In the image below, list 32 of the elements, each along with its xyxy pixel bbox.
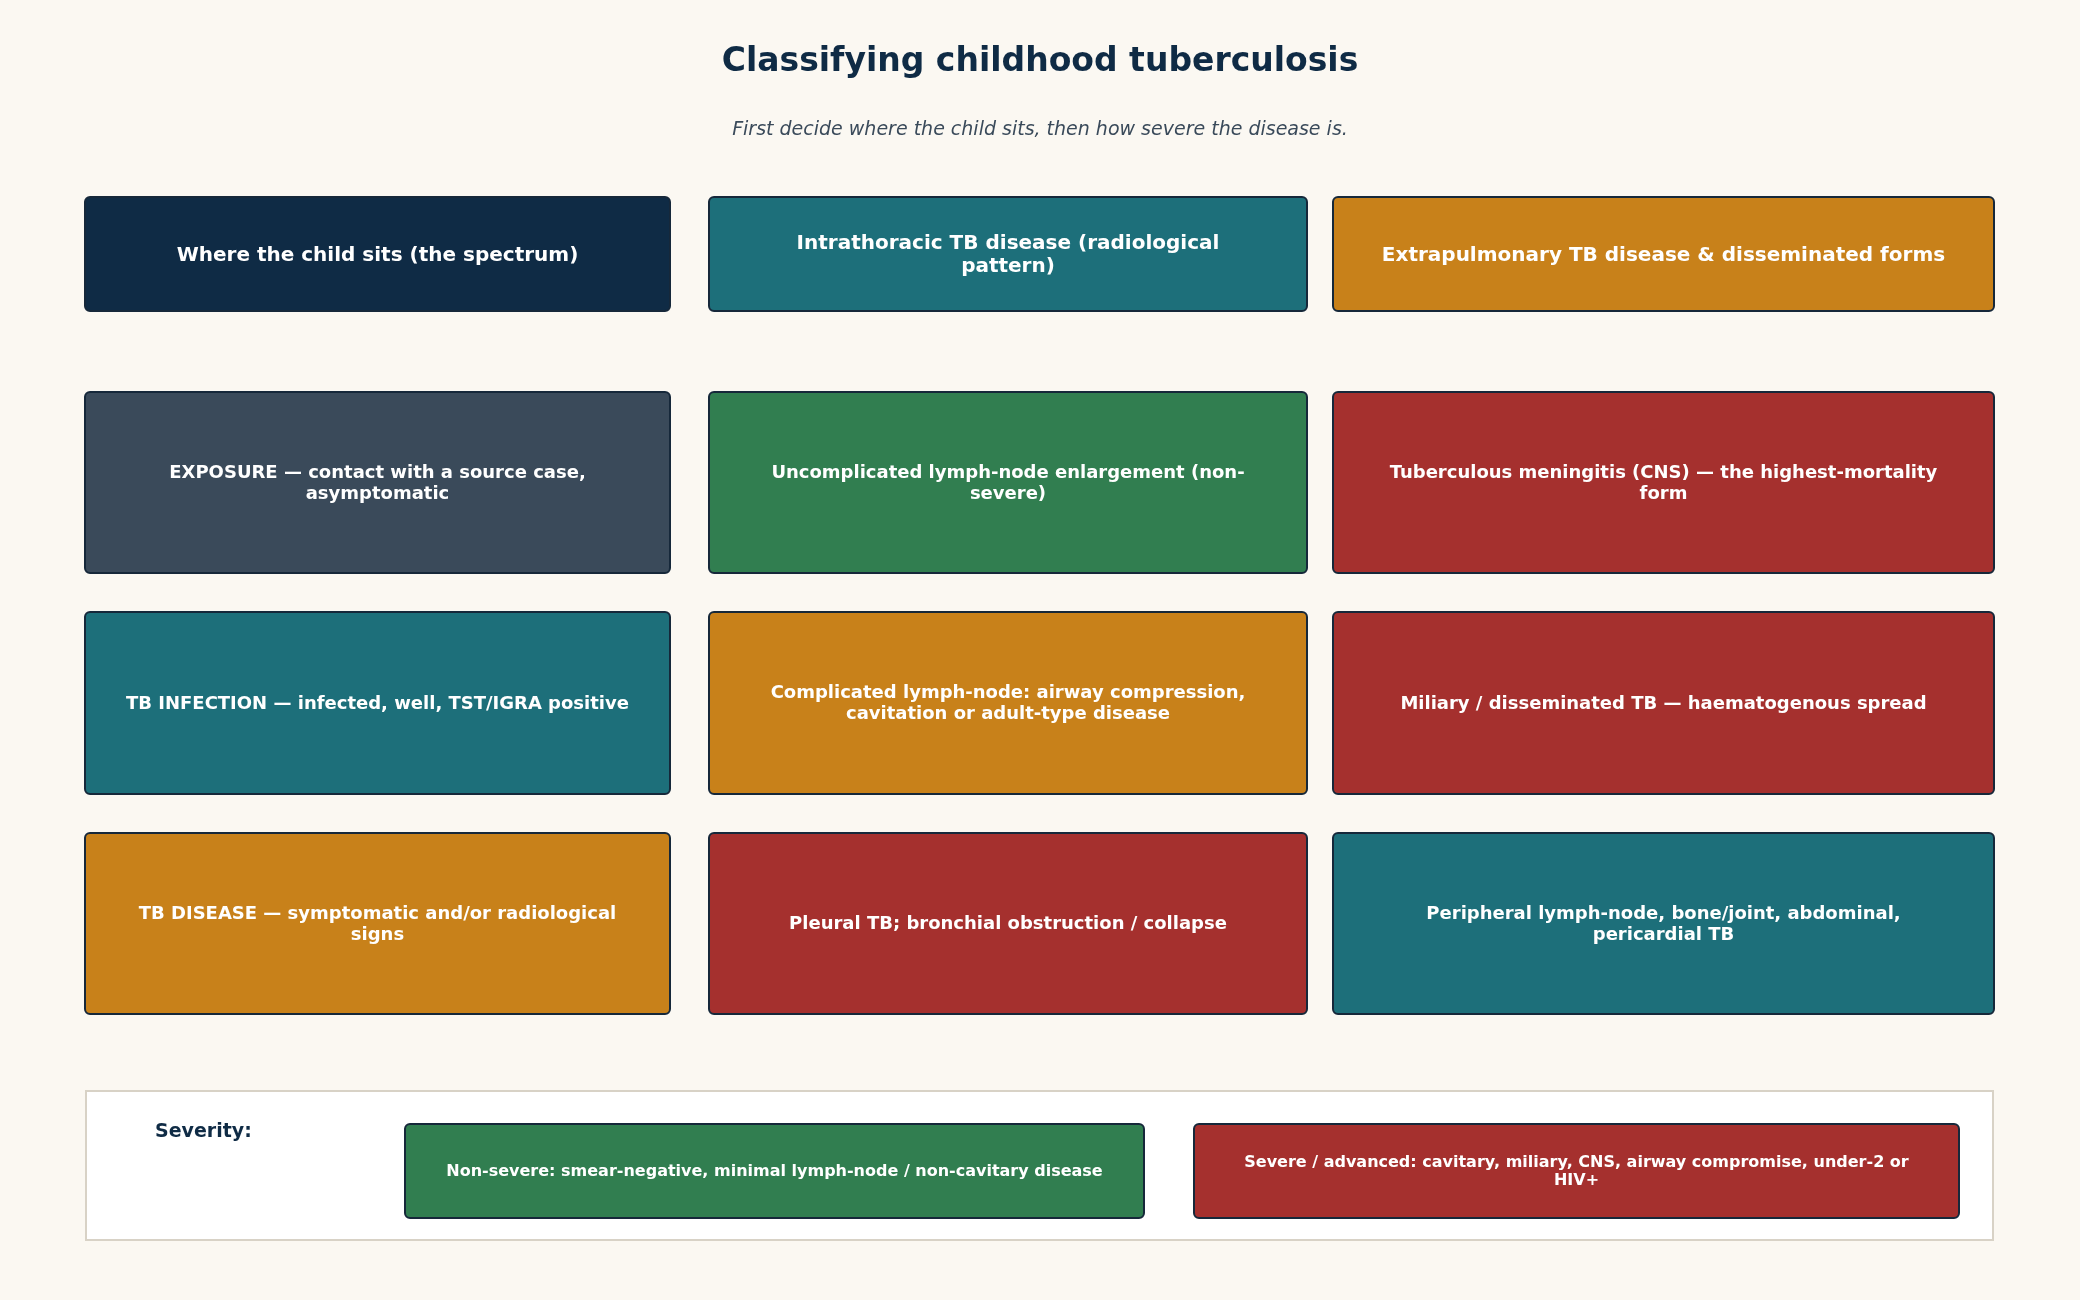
diagram-title: Classifying childhood tuberculosis	[720, 40, 1360, 79]
box-label: Extrapulmonary TB disease & disseminated forms	[1380, 242, 1947, 266]
severity-box	[404, 1123, 1145, 1219]
header-box	[708, 196, 1308, 312]
box-label: Where the child sits (the spectrum)	[175, 242, 580, 266]
box-label: Intrathoracic TB disease (radiological pattern)	[795, 231, 1221, 277]
category-box	[84, 391, 671, 574]
box-label: Complicated lymph-node: airway compression, cavitation or adult-type disease	[769, 682, 1247, 724]
category-box	[84, 611, 671, 795]
category-box	[708, 611, 1308, 795]
box-label: Miliary / disseminated TB — haematogenous spread	[1399, 692, 1928, 714]
category-box	[1332, 832, 1995, 1015]
box-label: Pleural TB; bronchial obstruction / collapse	[788, 913, 1228, 934]
header-box	[84, 196, 671, 312]
box-label: TB INFECTION — infected, well, TST/IGRA positive	[125, 692, 630, 714]
category-box	[708, 391, 1308, 574]
severity-box	[1193, 1123, 1960, 1219]
category-box	[708, 832, 1308, 1015]
severity-panel	[85, 1090, 1994, 1241]
box-label: Tuberculous meningitis (CNS) — the highest-mortality form	[1388, 461, 1939, 504]
box-label: EXPOSURE — contact with a source case, asymptomatic	[168, 461, 587, 504]
box-label: Peripheral lymph-node, bone/joint, abdominal, pericardial TB	[1425, 902, 1902, 945]
category-box	[84, 832, 671, 1015]
category-box	[1332, 611, 1995, 795]
category-box	[1332, 391, 1995, 574]
box-label: Non-severe: smear-negative, minimal lymph-node / non-cavitary disease	[445, 1161, 1104, 1181]
header-box	[1332, 196, 1995, 312]
box-label: Uncomplicated lymph-node enlargement (non-severe)	[770, 461, 1246, 504]
box-label: TB DISEASE — symptomatic and/or radiological signs	[137, 902, 618, 945]
box-label: Severe / advanced: cavitary, miliary, CNS, airway compromise, under-2 or HIV+	[1243, 1152, 1910, 1190]
subtitle: First decide where the child sits, then how severe the disease is.	[731, 117, 1349, 139]
panel-heading: Severity:	[154, 1120, 253, 1142]
